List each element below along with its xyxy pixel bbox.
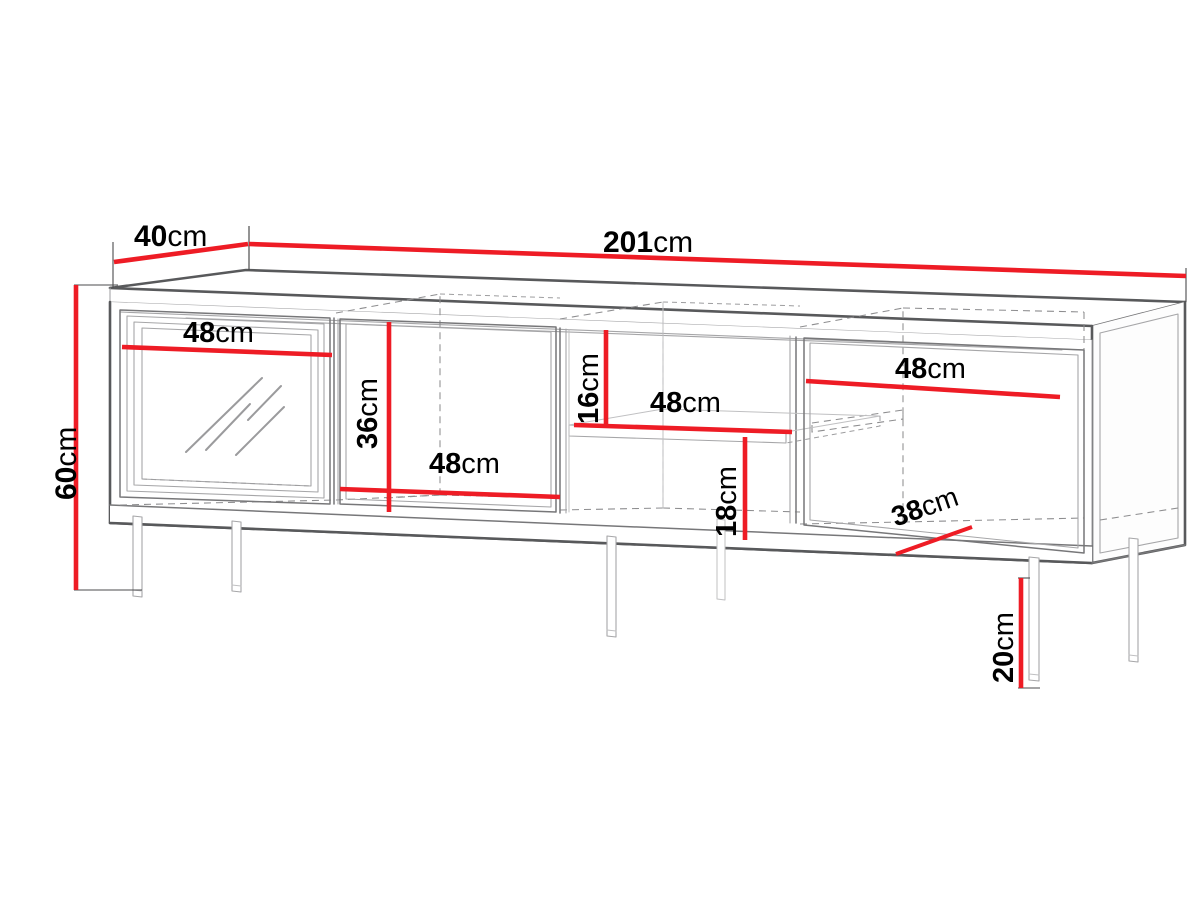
dimension-unit-48-door1: cm (215, 317, 254, 349)
cabinet-bottom-panel (108, 504, 1094, 565)
leg (1128, 537, 1139, 663)
open-shelf-compartment (559, 301, 881, 524)
dimension-unit-18: cm (711, 466, 743, 505)
leg (231, 520, 242, 593)
dimension-value-60: 60 (50, 466, 83, 500)
dimension-value-201: 201 (603, 226, 654, 259)
leg (1028, 556, 1040, 682)
inner-top-back-line (185, 317, 1063, 351)
dimension-value-16: 16 (573, 391, 605, 424)
dimension-value-48-comp4: 48 (895, 353, 928, 385)
dimension-comp4-depth-38 (895, 525, 973, 556)
dimension-unit-48-comp2: cm (461, 448, 500, 480)
dimension-value-36: 36 (352, 416, 384, 449)
dimension-value-20: 20 (988, 650, 1020, 683)
dimension-unit-201: cm (653, 226, 694, 259)
dimension-unit-36: cm (352, 378, 384, 417)
dimension-unit-48-comp3: cm (682, 387, 721, 419)
dimension-value-18: 18 (711, 504, 743, 537)
dimension-value-48-door1: 48 (183, 317, 216, 349)
dimension-label-comp2-height-36: 36cm (352, 378, 384, 449)
dimension-label-leg-height-20: 20cm (988, 612, 1020, 683)
cabinet-right-side-panel (1090, 300, 1187, 565)
dimension-label-width-201: 201cm (603, 228, 693, 258)
dimension-height-60 (73, 284, 142, 591)
dimension-comp2-width-48 (339, 486, 561, 500)
dimension-value-48-comp3: 48 (650, 387, 683, 419)
dimension-unit-60: cm (50, 426, 83, 467)
dimension-unit-48-comp4: cm (927, 353, 966, 385)
dimension-label-door1-width-48: 48cm (183, 319, 254, 348)
leg (716, 518, 726, 601)
glass-door-compartment[interactable] (119, 309, 331, 505)
dimension-comp4-width-48 (805, 378, 1061, 400)
dimension-leg-height-20 (1018, 577, 1040, 689)
dimension-door1-width-48 (121, 344, 333, 358)
dimension-label-comp3-shelf-48: 48cm (650, 389, 721, 418)
dimension-value-40: 40 (134, 220, 168, 253)
dimension-label-depth-40: 40cm (134, 222, 207, 252)
dimension-label-comp4-width-48: 48cm (895, 355, 966, 384)
cabinet-legs (132, 515, 1139, 682)
dimension-unit-20: cm (988, 612, 1020, 651)
leg (606, 535, 617, 638)
leg (132, 515, 143, 598)
dimension-label-comp3-upper-16: 16cm (573, 353, 605, 424)
dimension-unit-40: cm (167, 220, 208, 253)
glass-reflection-lines (185, 377, 285, 456)
dimension-value-48-comp2: 48 (429, 448, 462, 480)
right-door-compartment[interactable] (803, 337, 1085, 554)
dimension-comp3-shelf-48 (573, 422, 793, 435)
closed-door-compartment[interactable] (333, 317, 557, 513)
dimension-unit-16: cm (573, 353, 605, 392)
dimension-width-201 (248, 226, 1187, 302)
dimension-label-height-60: 60cm (50, 426, 83, 500)
dimension-label-comp2-width-48: 48cm (429, 450, 500, 479)
dimension-label-comp3-lower-18: 18cm (711, 466, 743, 537)
